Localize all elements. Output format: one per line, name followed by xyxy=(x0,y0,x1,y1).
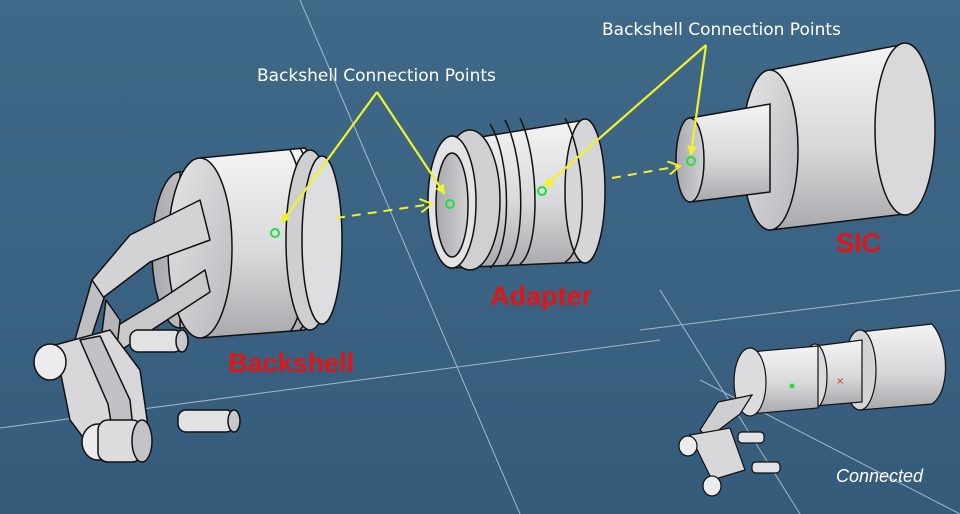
inset-connection-point xyxy=(789,383,795,389)
assembly-direction-arrows xyxy=(335,166,680,219)
sic-label: SIC xyxy=(836,228,882,258)
backshell-connection-point xyxy=(270,228,280,238)
callout-label-right: Backshell Connection Points xyxy=(602,20,841,40)
callout-leader-lines xyxy=(280,44,708,224)
backshell-label: Backshell xyxy=(228,348,355,378)
connected-assembly-inset: × xyxy=(678,323,947,497)
connection-points xyxy=(270,156,696,238)
connected-caption: Connected xyxy=(836,466,924,486)
backshell-part xyxy=(33,147,343,463)
adapter-rear-connection-point xyxy=(537,186,547,196)
sic-part xyxy=(675,42,936,231)
adapter-part xyxy=(427,117,606,271)
adapter-label: Adapter xyxy=(490,281,593,311)
inset-cross-marker: × xyxy=(836,376,844,387)
adapter-front-connection-point xyxy=(445,199,455,209)
sic-connection-point xyxy=(686,156,696,166)
callout-label-left: Backshell Connection Points xyxy=(257,66,496,86)
